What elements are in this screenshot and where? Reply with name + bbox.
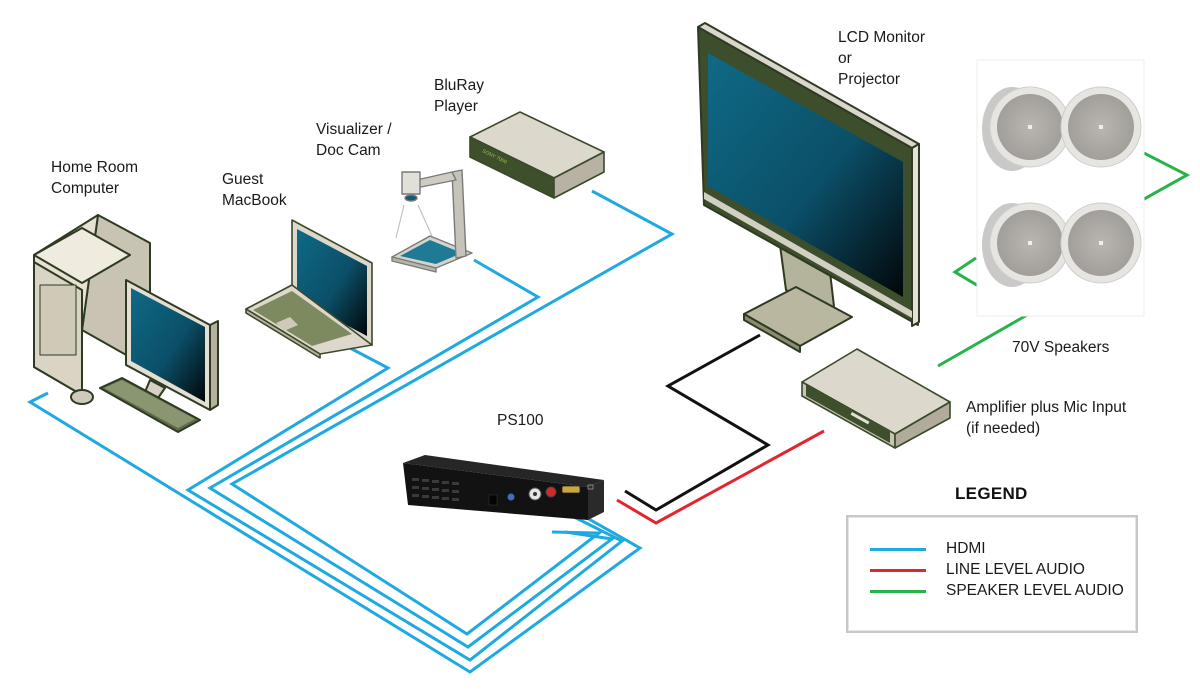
label-ps100: PS100 [497, 410, 544, 431]
bluray-player-icon: SONY 7000 [469, 111, 605, 199]
line-audio-cable [616, 429, 825, 525]
label-line: Amplifier plus Mic Input [966, 399, 1127, 416]
speaker-cable-chain [1136, 149, 1191, 205]
label-line: Player [434, 98, 478, 115]
label-amplifier: Amplifier plus Mic Input (if needed) [966, 397, 1126, 439]
legend-swatch-speaker-audio [870, 589, 926, 593]
label-line: 70V Speakers [1012, 339, 1110, 356]
label-lcd-monitor: LCD Monitor or Projector [838, 27, 925, 90]
hdmi-cable-bluray [229, 189, 676, 636]
hdmi-cable-macbook [185, 346, 625, 662]
label-line: Doc Cam [316, 142, 381, 159]
legend-label: HDMI [946, 540, 986, 557]
hdmi-cables [26, 189, 676, 674]
home-room-computer-icon [33, 214, 219, 433]
hdmi-cable-doccam [207, 258, 616, 649]
label-line: LCD Monitor [838, 29, 925, 46]
lcd-monitor-icon [697, 22, 920, 353]
speakers-icon [976, 59, 1145, 317]
amplifier-icon [801, 348, 951, 449]
legend-item-line-audio: LINE LEVEL AUDIO [870, 560, 1085, 580]
legend-label: SPEAKER LEVEL AUDIO [946, 582, 1124, 599]
legend: HDMI LINE LEVEL AUDIO SPEAKER LEVEL AUDI… [846, 515, 1138, 633]
legend-swatch-line-audio [870, 568, 926, 572]
legend-item-speaker-audio: SPEAKER LEVEL AUDIO [870, 581, 1124, 601]
label-line: (if needed) [966, 420, 1041, 437]
label-line: Computer [51, 180, 120, 197]
label-home-room-computer: Home Room Computer [51, 157, 138, 199]
label-line: Home Room [51, 159, 138, 176]
label-visualizer-doccam: Visualizer / Doc Cam [316, 119, 392, 161]
label-line: Guest [222, 171, 264, 188]
guest-macbook-icon [245, 219, 373, 359]
label-speakers: 70V Speakers [1012, 337, 1109, 358]
label-line: or [838, 50, 852, 67]
legend-swatch-hdmi [870, 547, 926, 551]
legend-label: LINE LEVEL AUDIO [946, 561, 1085, 578]
label-line: MacBook [222, 192, 287, 209]
label-guest-macbook: Guest MacBook [222, 169, 287, 211]
label-line: Visualizer / [316, 121, 392, 138]
label-line: Projector [838, 71, 901, 88]
monitor-cable [624, 333, 771, 512]
speaker-1 [982, 86, 1071, 171]
legend-title: LEGEND [955, 484, 1028, 503]
label-bluray-player: BluRay Player [434, 75, 484, 117]
visualizer-doccam-icon [391, 169, 473, 273]
speaker-4 [1060, 202, 1142, 284]
label-line: PS100 [497, 412, 544, 429]
speaker-3 [982, 202, 1071, 287]
hdmi-cable-computer [26, 391, 643, 674]
ps100-icon [403, 455, 604, 520]
legend-item-hdmi: HDMI [870, 539, 986, 559]
speaker-2 [1060, 86, 1142, 168]
label-line: BluRay [434, 77, 484, 94]
